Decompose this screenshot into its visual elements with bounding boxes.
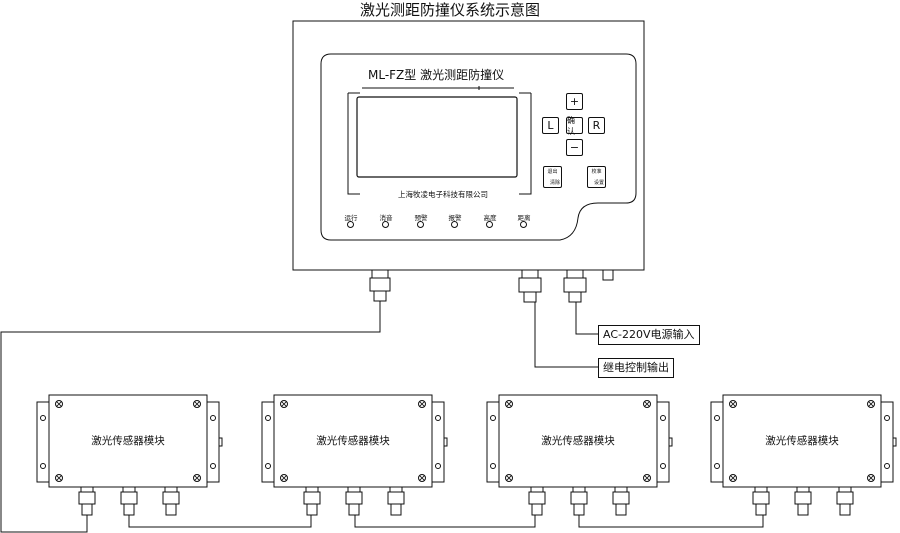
sensor-module <box>261 394 448 516</box>
sensor-bus-wire <box>0 301 381 533</box>
mount-hole-icon <box>435 415 441 421</box>
module-gland <box>570 486 588 516</box>
page-title: 激光测距防撞仪系统示意图 <box>359 1 540 19</box>
mount-hole-icon <box>490 415 496 421</box>
lcd-screen <box>356 96 518 178</box>
sensor-module-label: 激光传感器模块 <box>541 435 615 447</box>
indicator-label: 预警 <box>414 214 428 222</box>
module-gland <box>78 486 96 516</box>
indicator-lamp <box>451 221 458 228</box>
cable-gland-relay <box>518 269 542 303</box>
calibrate-set-key[interactable]: 校准 设置 <box>587 166 606 188</box>
chain-wire-1 <box>128 515 312 528</box>
confirm-key[interactable]: 确认 <box>566 116 583 136</box>
module-gland <box>120 486 138 516</box>
right-key[interactable]: R <box>588 117 605 134</box>
sensor-module-label: 激光传感器模块 <box>91 435 165 447</box>
module-gland <box>752 486 770 516</box>
mount-hole-icon <box>210 415 216 421</box>
module-gland <box>303 486 321 516</box>
indicator-lamp <box>486 221 493 228</box>
indicator-lamp <box>417 221 424 228</box>
mount-hole-icon <box>660 463 666 469</box>
panel-model-label: ML-FZ型 激光测距防撞仪 <box>368 68 505 82</box>
mount-hole-icon <box>40 415 46 421</box>
indicator-lamp <box>382 221 389 228</box>
plus-key[interactable]: + <box>566 93 583 110</box>
calibrate-key-top-label: 校准 <box>591 169 602 175</box>
power-input-callout: AC-220V电源输入 <box>598 325 700 345</box>
module-gland <box>345 486 363 516</box>
mount-hole-icon <box>40 463 46 469</box>
module-gland <box>794 486 812 516</box>
sensor-module-label: 激光传感器模块 <box>316 435 390 447</box>
ground-terminal <box>602 269 614 281</box>
relay-wire <box>534 302 598 368</box>
power-wire <box>575 302 598 335</box>
cable-gland-left <box>369 269 391 302</box>
indicator-label: 报警 <box>448 214 462 222</box>
mount-hole-icon <box>884 415 890 421</box>
mount-hole-icon <box>265 415 271 421</box>
cable-gland-power <box>563 269 587 303</box>
mount-hole-icon <box>714 463 720 469</box>
exit-key-bottom-label: 清除 <box>549 180 560 186</box>
mount-hole-icon <box>210 463 216 469</box>
module-gland <box>162 486 180 516</box>
module-gland <box>387 486 405 516</box>
sensor-module <box>36 394 223 516</box>
sensor-module <box>710 394 897 516</box>
module-gland <box>612 486 630 516</box>
module-gland <box>836 486 854 516</box>
mount-hole-icon <box>884 463 890 469</box>
calibrate-key-bottom-label: 设置 <box>593 180 604 186</box>
mount-hole-icon <box>435 463 441 469</box>
chain-wire-2 <box>354 515 536 528</box>
mount-hole-icon <box>490 463 496 469</box>
indicator-lamp <box>520 221 527 228</box>
exit-clear-key[interactable]: 退出 清除 <box>543 166 562 188</box>
indicator-lamp <box>347 221 354 228</box>
left-key[interactable]: L <box>542 117 559 134</box>
chain-wire-3 <box>578 515 764 528</box>
sensor-module <box>486 394 673 516</box>
indicator-label: 距离 <box>517 214 531 222</box>
mount-hole-icon <box>714 415 720 421</box>
indicator-label: 运行 <box>344 214 358 222</box>
sensor-module-label: 激光传感器模块 <box>765 435 839 447</box>
mount-hole-icon <box>660 415 666 421</box>
exit-key-top-label: 退出 <box>547 169 558 175</box>
minus-key[interactable]: − <box>566 139 583 156</box>
mount-hole-icon <box>265 463 271 469</box>
relay-output-callout: 继电控制输出 <box>598 358 674 378</box>
company-name: 上海牧凌电子科技有限公司 <box>398 190 488 199</box>
module-gland <box>528 486 546 516</box>
indicator-label: 高度 <box>483 214 497 222</box>
indicator-label: 消音 <box>379 214 393 222</box>
